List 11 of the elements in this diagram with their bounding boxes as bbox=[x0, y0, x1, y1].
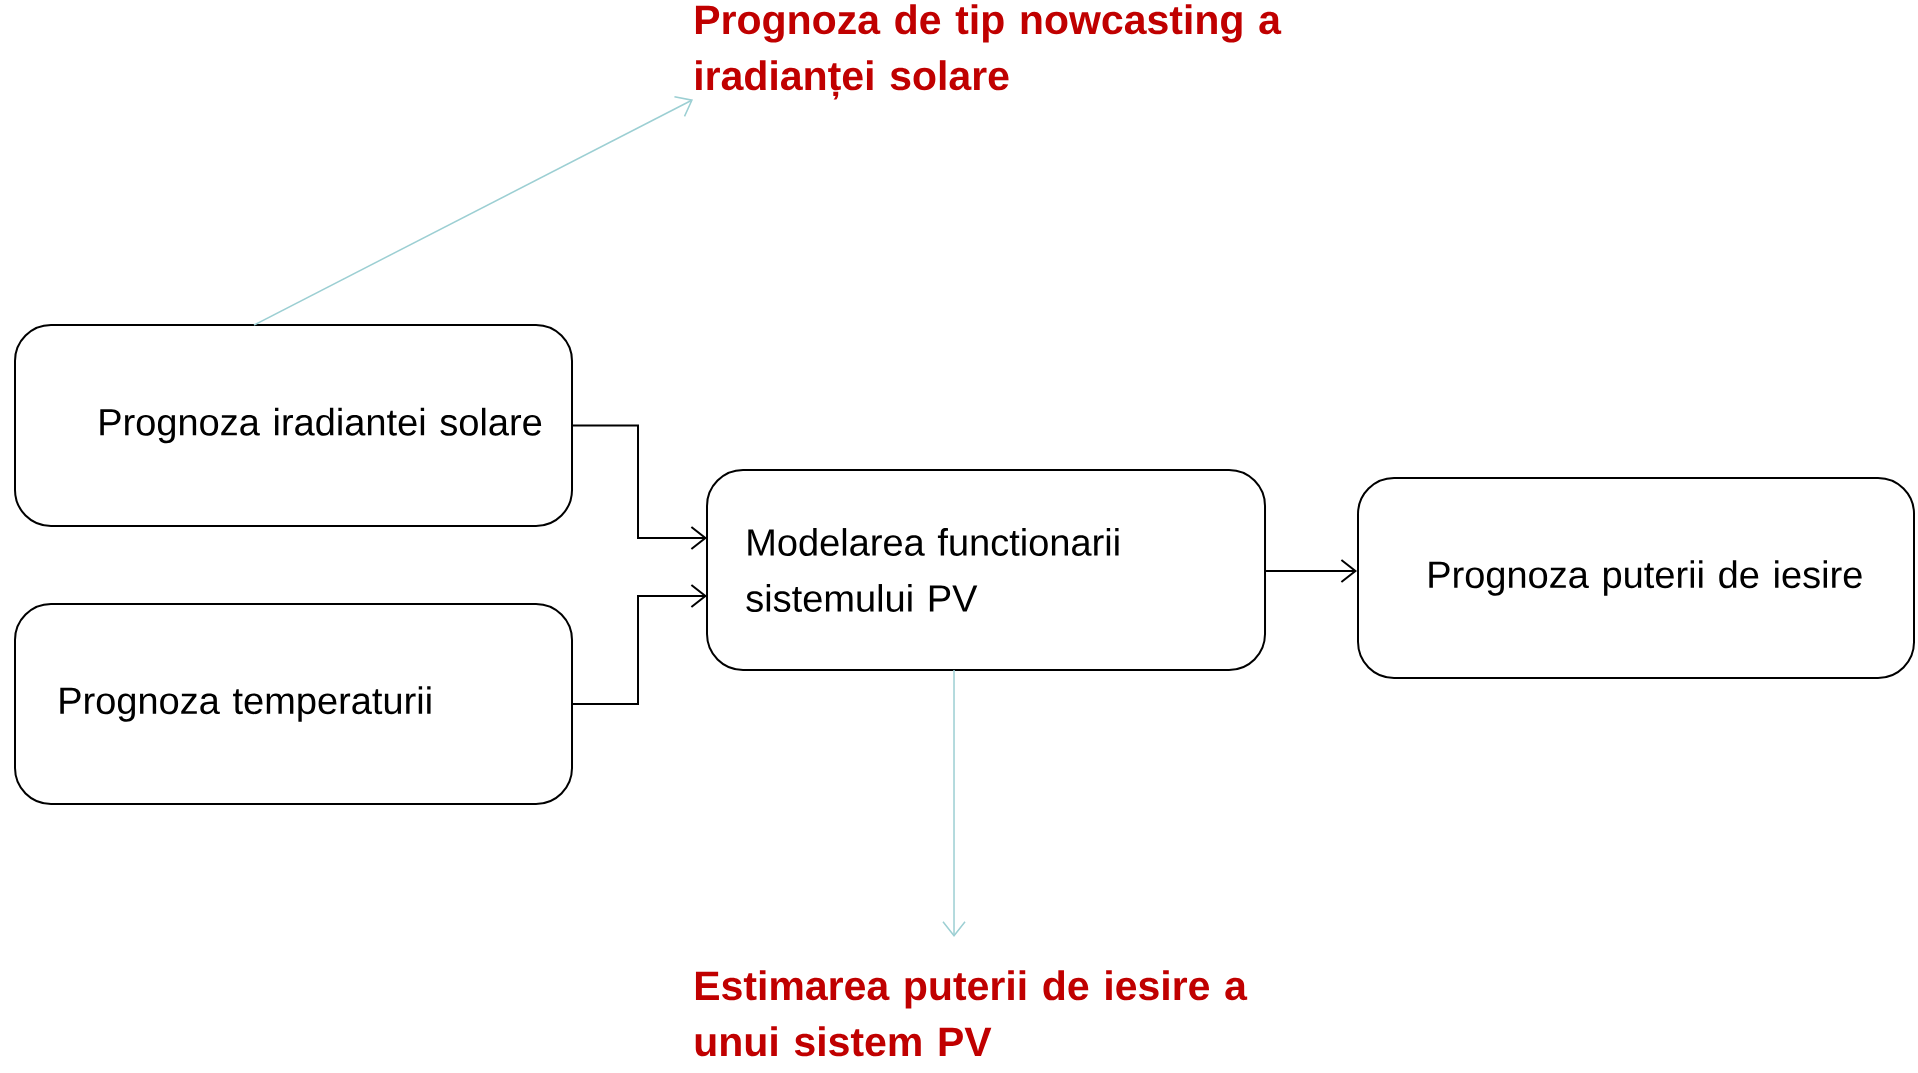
note-text: Estimarea puterii de iesire a unui sistem PV bbox=[695, 970, 1248, 1057]
process-box: Prognoza iradiantei solare bbox=[14, 324, 573, 527]
arrow bbox=[253, 96, 693, 326]
process-box: Modelarea functionarii sistemului PV bbox=[706, 469, 1266, 671]
arrow bbox=[572, 424, 707, 550]
arrow bbox=[572, 584, 707, 705]
arrow bbox=[1265, 559, 1357, 583]
note-text: Prognoza de tip nowcasting a iradianței solare bbox=[695, 4, 1282, 100]
process-box: Prognoza temperaturii bbox=[14, 603, 573, 805]
arrow bbox=[942, 669, 966, 937]
process-box: Prognoza puterii de iesire bbox=[1357, 477, 1916, 679]
